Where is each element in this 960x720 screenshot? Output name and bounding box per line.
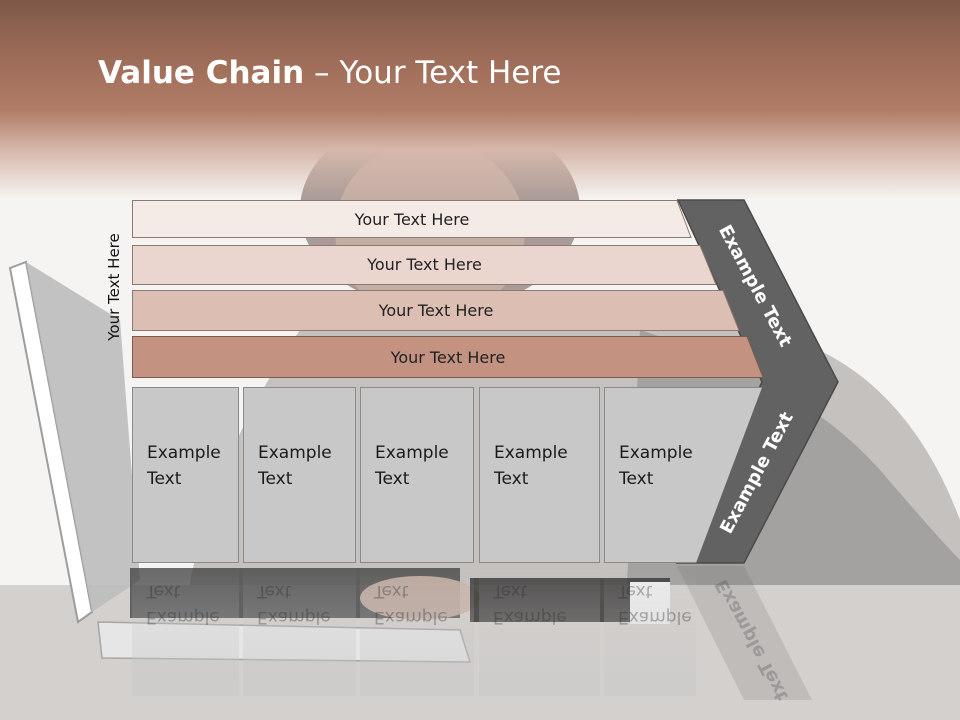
bar-1-label: Your Text Here [354, 209, 470, 229]
example-box-2-line2: Text [258, 469, 293, 489]
example-box-1: Example Text [132, 387, 239, 563]
bar-2-label: Your Text Here [367, 254, 482, 274]
example-box-3-line2: Text [375, 469, 410, 489]
bar-4-label: Your Text Here [390, 347, 506, 367]
bar-2-shape [132, 245, 717, 285]
bar-4-shape [132, 336, 764, 378]
example-box-4-line2: Text [494, 469, 529, 489]
reflection-box-1-line1: Example [146, 607, 220, 627]
reflection-box-5-line2: Text [618, 581, 653, 601]
bar-4: Your Text Here [132, 336, 764, 378]
header-band [0, 0, 960, 200]
reflection-box-3-line1: Example [374, 607, 448, 627]
reflection-box-4-line1: Example [493, 607, 567, 627]
example-box-1-line1: Example [147, 443, 221, 463]
bar-3-label: Your Text Here [378, 301, 494, 320]
reflection-box-4-line2: Text [493, 581, 528, 601]
title-bold: Value Chain [98, 55, 305, 91]
reflection-box-4: Example Text [479, 566, 600, 696]
bar-3: Your Text Here [132, 290, 740, 331]
example-box-5-line1: Example [619, 443, 693, 463]
bar-1: Your Text Here [132, 200, 692, 238]
reflection-box-2-line2: Text [257, 581, 292, 601]
title-rest: – Your Text Here [304, 55, 562, 91]
bar-3-shape [132, 290, 740, 331]
bar-2: Your Text Here [132, 245, 717, 285]
reflection-box-1-line2: Text [146, 581, 181, 601]
example-box-2: Example Text [243, 387, 356, 563]
example-box-4: Example Text [479, 387, 600, 563]
example-box-5-line2: Text [619, 469, 654, 489]
reflection-box-5: Example Text [604, 566, 696, 696]
example-box-5-point [696, 387, 762, 563]
reflection-box-3: Example Text [360, 566, 474, 696]
bar-1-shape [132, 200, 692, 238]
example-box-3-line1: Example [375, 443, 449, 463]
example-box-5: Example Text [604, 387, 696, 563]
reflection-box-2: Example Text [243, 566, 356, 696]
reflection-box-2-line1: Example [257, 607, 331, 627]
slide-title: Value Chain – Your Text Here [98, 55, 561, 91]
example-box-4-line1: Example [494, 443, 568, 463]
reflection-box-5-line1: Example [618, 607, 692, 627]
example-box-1-line2: Text [147, 469, 182, 489]
example-box-2-line1: Example [258, 443, 332, 463]
reflection-box-1: Example Text [132, 566, 239, 696]
example-box-3: Example Text [360, 387, 474, 563]
reflection-box-3-line2: Text [374, 581, 409, 601]
